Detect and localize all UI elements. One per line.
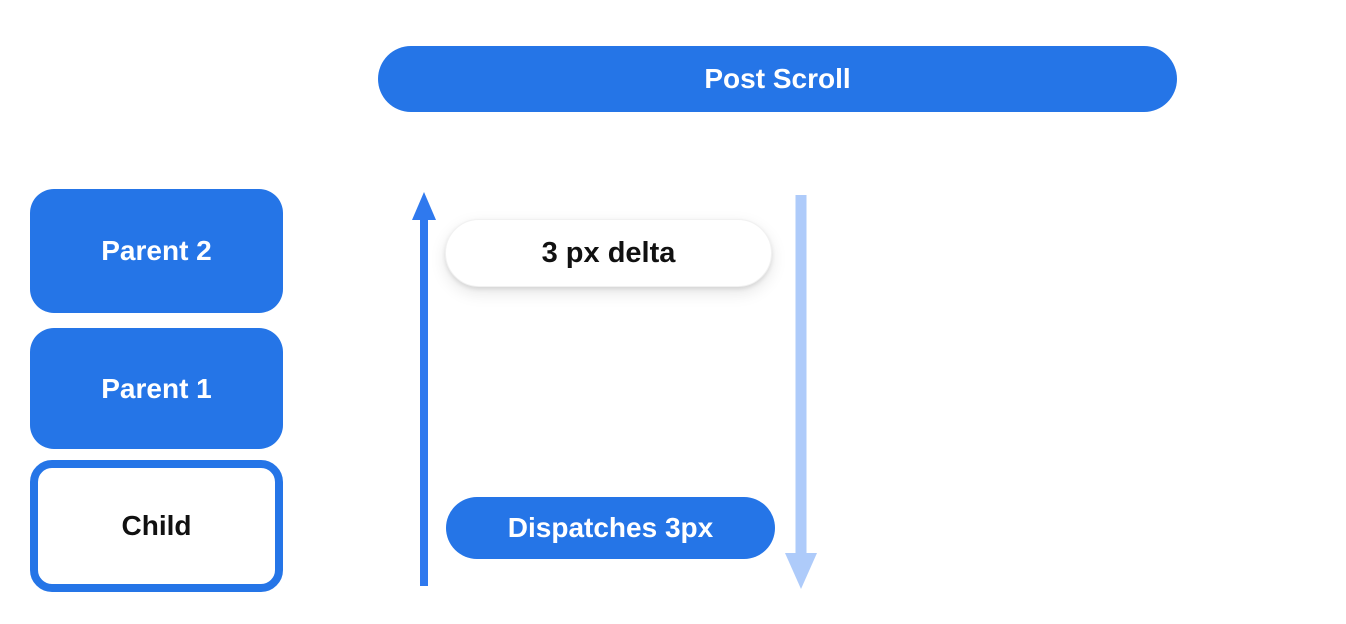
child-box: Child [30, 460, 283, 592]
arrow-up-icon [412, 192, 436, 586]
post-scroll-label: Post Scroll [704, 63, 851, 94]
parent-1-box: Parent 1 [30, 328, 283, 449]
parent-1-label: Parent 1 [101, 372, 212, 404]
delta-label: 3 px delta [541, 236, 676, 269]
arrow-down-icon [785, 195, 817, 589]
post-scroll-pill: Post Scroll [378, 46, 1177, 112]
child-label: Child [121, 510, 192, 541]
parent-2-label: Parent 2 [101, 235, 212, 266]
dispatch-pill: Dispatches 3px [446, 497, 775, 559]
delta-pill: 3 px delta [445, 219, 772, 287]
dispatch-label: Dispatches 3px [507, 512, 714, 543]
parent-2-box: Parent 2 [30, 189, 283, 313]
